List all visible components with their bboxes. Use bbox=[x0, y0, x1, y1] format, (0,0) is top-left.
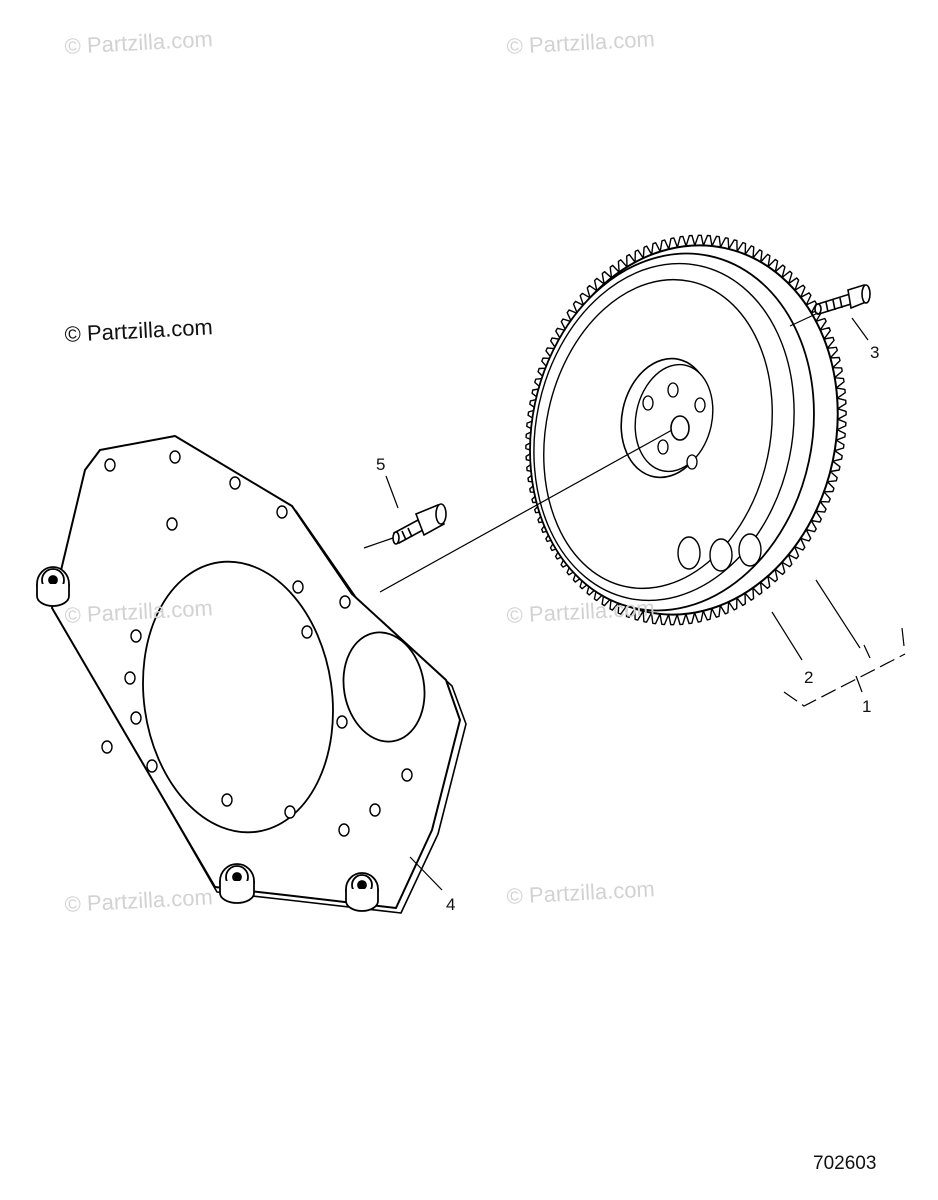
dowel-stud bbox=[392, 503, 447, 545]
callout-3[interactable]: 3 bbox=[870, 343, 880, 362]
plate-nut-top-left bbox=[36, 566, 70, 607]
plate-nut-bottom-right bbox=[345, 872, 379, 912]
adapter-plate bbox=[36, 435, 467, 914]
callout-4[interactable]: 4 bbox=[446, 895, 456, 914]
flywheel-bolt bbox=[814, 283, 871, 316]
leader-lines bbox=[363, 312, 906, 891]
flywheel-assembly bbox=[525, 234, 847, 626]
plate-bolt-holes bbox=[101, 450, 413, 837]
drawing-number: 702603 bbox=[813, 1153, 877, 1174]
plate-nut-bottom-left bbox=[219, 863, 255, 904]
callout-5[interactable]: 5 bbox=[376, 455, 386, 474]
callout-2[interactable]: 2 bbox=[804, 668, 814, 687]
callout-1[interactable]: 1 bbox=[862, 697, 872, 716]
